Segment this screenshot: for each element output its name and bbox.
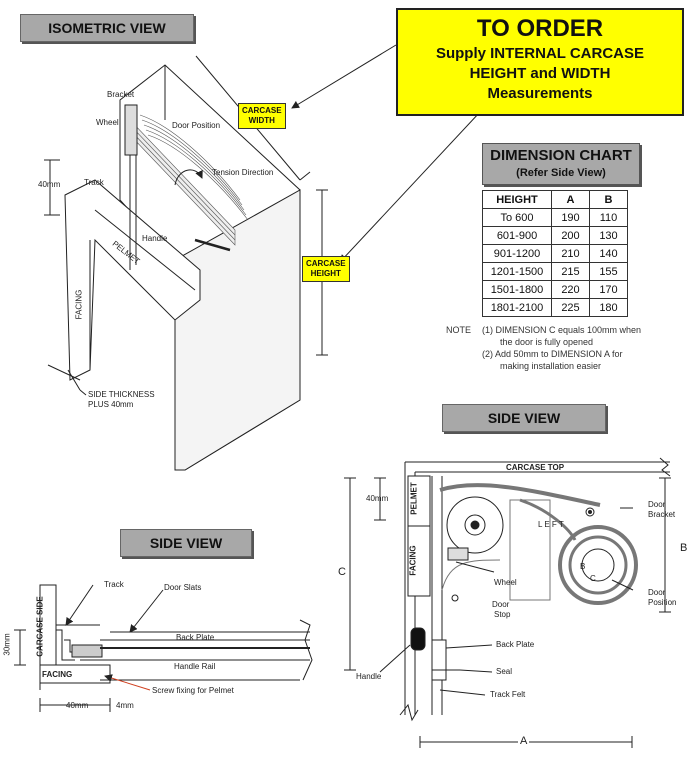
carcase-height-label: CARCASE HEIGHT [302, 256, 350, 282]
note-block: NOTE (1) DIMENSION C equals 100mm when th… [446, 324, 641, 372]
label-dim-c: C [338, 566, 346, 578]
label-4mm-small: 4mm [116, 701, 134, 710]
label-door-bracket-2: Bracket [648, 510, 676, 519]
cell-b: 130 [589, 226, 628, 245]
note-label: NOTE [446, 325, 472, 335]
carcase-width-label-line2: WIDTH [248, 116, 275, 125]
label-door-bracket-1: Door [648, 500, 666, 509]
label-door-position-1: Door [648, 588, 666, 597]
note-item1-b: the door is fully opened [500, 337, 594, 347]
label-track-iso: Track [84, 178, 104, 187]
label-carcase-top: CARCASE TOP [506, 463, 565, 472]
cell-b: 110 [589, 208, 628, 227]
to-order-line3: Measurements [487, 85, 593, 102]
side-view-title-left: SIDE VIEW [120, 529, 252, 557]
label-c-small: C [590, 574, 596, 583]
dimension-chart-heading: DIMENSION CHART [490, 147, 632, 164]
small-side-view [14, 584, 313, 712]
large-side-view [344, 457, 671, 748]
cell-a: 190 [551, 208, 590, 227]
table-header-row: HEIGHT A B [482, 190, 628, 209]
cell-height: 1201-1500 [482, 262, 552, 281]
cell-height: 901-1200 [482, 244, 552, 263]
isometric-cabinet [44, 55, 328, 471]
carcase-height-label-line1: CARCASE [306, 259, 346, 268]
carcase-height-label-line2: HEIGHT [310, 269, 341, 278]
to-order-heading: TO ORDER [476, 15, 604, 42]
label-door-stop-2: Stop [494, 610, 511, 619]
cell-b: 140 [589, 244, 628, 263]
label-handle-iso: Handle [142, 234, 168, 243]
cell-a: 210 [551, 244, 590, 263]
header-height: HEIGHT [482, 190, 552, 209]
label-pelmet-large: PELMET [409, 482, 419, 515]
label-tension-direction: Tension Direction [212, 168, 274, 177]
side-view-title-right: SIDE VIEW [442, 404, 606, 432]
cell-a: 225 [551, 298, 590, 317]
arrow-to-height [339, 111, 481, 263]
cell-a: 220 [551, 280, 590, 299]
carcase-width-label: CARCASE WIDTH [238, 103, 286, 129]
cell-b: 180 [589, 298, 628, 317]
arrow-to-width [291, 44, 397, 109]
cell-b: 170 [589, 280, 628, 299]
label-dim-a: A [518, 735, 530, 747]
cell-height: To 600 [482, 208, 552, 227]
label-wheel: Wheel [96, 118, 119, 127]
label-handle-rail: Handle Rail [174, 662, 216, 671]
to-order-box: TO ORDER Supply INTERNAL CARCASE HEIGHT … [396, 8, 684, 116]
cell-height: 1801-2100 [482, 298, 552, 317]
label-40mm-iso: 40mm [38, 180, 61, 189]
cell-a: 200 [551, 226, 590, 245]
label-wheel-large: Wheel [494, 578, 517, 587]
cell-b: 155 [589, 262, 628, 281]
label-dim-b: B [680, 542, 688, 554]
label-30mm: 30mm [2, 633, 12, 656]
label-door-position: Door Position [172, 121, 221, 130]
cell-height: 1501-1800 [482, 280, 552, 299]
label-back-plate-large: Back Plate [496, 640, 535, 649]
isometric-view-title: ISOMETRIC VIEW [20, 14, 194, 42]
header-a: A [551, 190, 590, 209]
header-b: B [589, 190, 628, 209]
label-carcase-side: CARCASE SIDE [35, 596, 45, 657]
dimension-chart-title: DIMENSION CHART (Refer Side View) [482, 143, 640, 185]
carcase-width-label-line1: CARCASE [242, 106, 282, 115]
label-bracket: Bracket [107, 90, 135, 99]
to-order-line1: Supply INTERNAL CARCASE [435, 45, 645, 62]
cell-height: 601-900 [482, 226, 552, 245]
label-facing-large: FACING [408, 545, 418, 576]
label-door-position-2: Position [648, 598, 677, 607]
label-b-small: B [580, 562, 586, 571]
label-track-felt: Track Felt [490, 690, 526, 699]
label-door-stop-1: Door [492, 600, 510, 609]
cell-a: 215 [551, 262, 590, 281]
label-side-thickness-1: SIDE THICKNESS [88, 390, 155, 399]
label-track-small: Track [104, 580, 124, 589]
note-item2-b: making installation easier [500, 361, 602, 371]
label-40mm-small: 40mm [66, 701, 89, 710]
label-screw-fixing: Screw fixing for Pelmet [152, 686, 234, 695]
dimension-chart-subtitle: (Refer Side View) [516, 167, 606, 179]
label-40mm-large: 40mm [366, 494, 389, 503]
label-side-thickness-2: PLUS 40mm [88, 400, 134, 409]
label-facing-iso: FACING [74, 289, 84, 320]
to-order-line2: HEIGHT and WIDTH [469, 65, 611, 82]
label-facing-small: FACING [42, 670, 73, 679]
label-handle-large: Handle [356, 672, 382, 681]
label-back-plate-small: Back Plate [176, 633, 215, 642]
note-item2-a: (2) Add 50mm to DIMENSION A for [482, 349, 623, 359]
label-left: L E F T [538, 520, 564, 529]
label-door-slats: Door Slats [164, 583, 202, 592]
label-seal: Seal [496, 667, 513, 676]
note-item1-a: (1) DIMENSION C equals 100mm when [482, 325, 642, 335]
